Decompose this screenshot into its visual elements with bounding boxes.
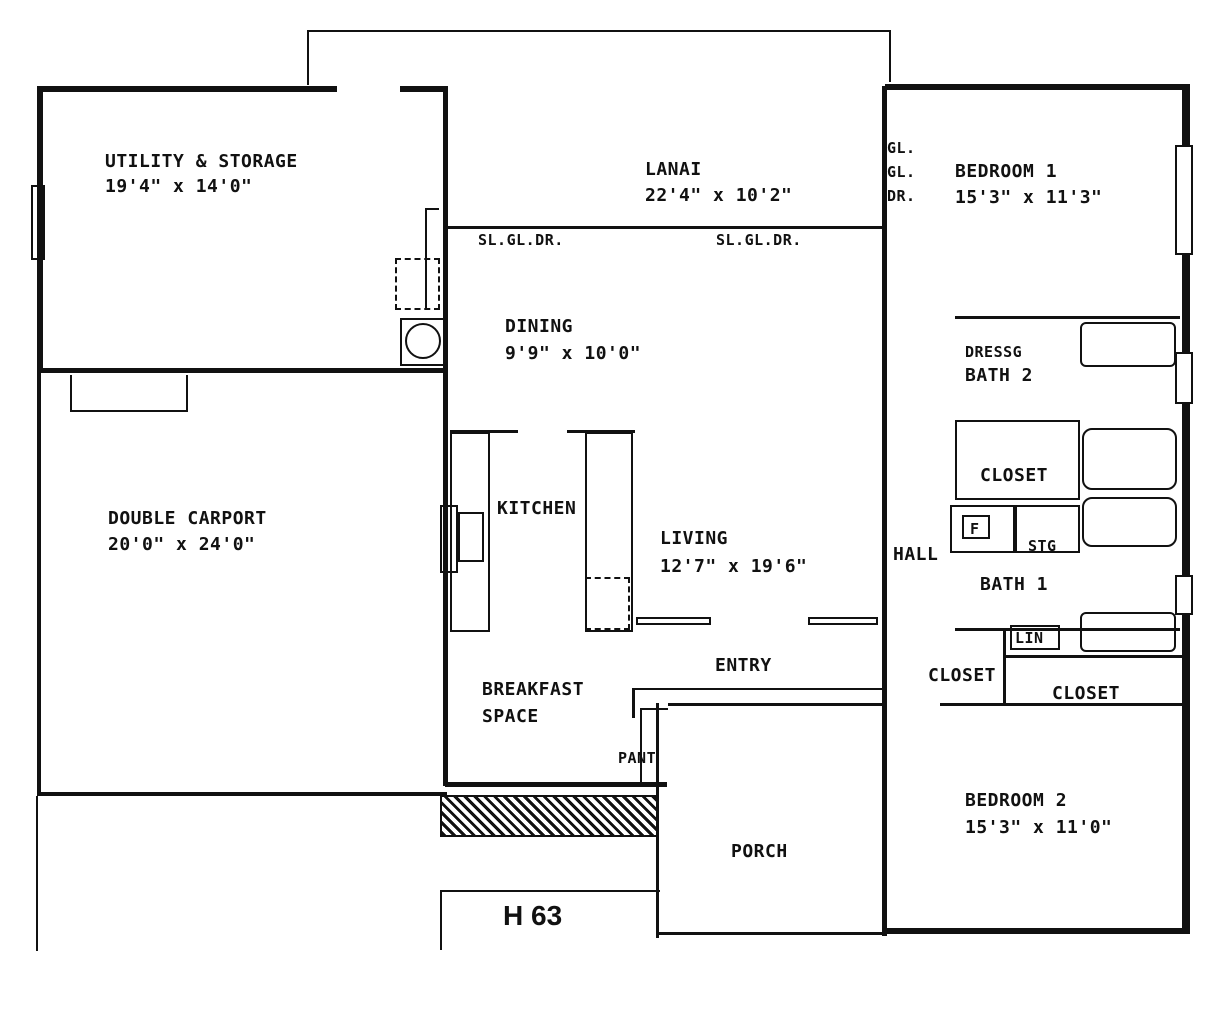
- lanai-size: 22'4" x 10'2": [645, 185, 793, 206]
- furnace: F: [962, 515, 990, 539]
- entry-wall: [632, 688, 635, 718]
- porch-wall: [668, 703, 883, 706]
- pantry: [640, 708, 668, 786]
- carport-wall: [37, 370, 41, 795]
- driveway-edge: [36, 796, 38, 951]
- glass-door-label: GL. GL. DR.: [887, 139, 916, 205]
- door: [425, 208, 439, 308]
- hall-label: HALL: [893, 544, 939, 565]
- window: [31, 185, 45, 260]
- wall: [885, 84, 1190, 90]
- wall: [37, 368, 447, 373]
- plan-code: H 63: [503, 900, 563, 931]
- bath1-label: BATH 1: [980, 574, 1049, 595]
- bathtub: [1082, 428, 1177, 490]
- counter-top: [450, 430, 518, 433]
- linen-label: LIN: [1015, 629, 1044, 647]
- bedroom2-name: BEDROOM 2: [965, 790, 1068, 811]
- bedroom2-closet-label: CLOSET: [1052, 683, 1121, 704]
- kitchen-island: [585, 432, 633, 632]
- bath2-label: BATH 2: [965, 365, 1034, 386]
- furnace-box: [950, 505, 1015, 553]
- sign-box: [440, 890, 660, 892]
- pantry-label: PANT: [618, 749, 657, 767]
- dining-size: 9'9" x 10'0": [505, 343, 642, 364]
- storage-cabinet: [70, 375, 188, 412]
- dressing-label: DRESSG: [965, 343, 1023, 361]
- utility-name: UTILITY & STORAGE: [105, 151, 298, 172]
- lanai-wall: [307, 30, 309, 85]
- kitchen-label: KITCHEN: [497, 498, 577, 519]
- entry-line: [632, 688, 882, 690]
- carport-wall: [37, 792, 447, 796]
- storage-label: STG: [1028, 537, 1057, 555]
- lanai-wall: [307, 30, 891, 32]
- living-name: LIVING: [660, 528, 729, 549]
- porch-wall: [656, 703, 659, 938]
- bedroom1-size: 15'3" x 11'3": [955, 187, 1103, 208]
- storage: [1015, 505, 1080, 553]
- wall: [37, 86, 43, 370]
- water-heater: [395, 258, 440, 310]
- tank-circle: [405, 323, 441, 359]
- bath2-wall: [955, 316, 1180, 319]
- wall: [1182, 84, 1190, 934]
- half-wall: [808, 617, 878, 625]
- carport-name: DOUBLE CARPORT: [108, 508, 267, 529]
- carport-size: 20'0" x 24'0": [108, 534, 256, 555]
- lanai-wall: [889, 30, 891, 82]
- closet-wall: [940, 703, 1182, 706]
- lanai-sliding-wall: [445, 226, 885, 229]
- bath1-wall: [955, 628, 1180, 631]
- porch-label: PORCH: [731, 841, 788, 862]
- bedroom1-name: BEDROOM 1: [955, 161, 1058, 182]
- planter: [440, 795, 659, 837]
- porch-wall: [656, 932, 886, 935]
- breakfast-label: BREAKFAST SPACE: [482, 679, 585, 727]
- kitchen-counter: [450, 432, 490, 632]
- wall: [882, 86, 887, 936]
- wall: [445, 782, 667, 787]
- wall: [885, 928, 1190, 934]
- bathtub: [1082, 497, 1177, 547]
- lanai-name: LANAI: [645, 159, 702, 180]
- living-size: 12'7" x 19'6": [660, 556, 808, 577]
- linen: [1010, 625, 1060, 650]
- toilet-vanity: [1080, 612, 1176, 652]
- wall: [443, 86, 448, 786]
- closet-wall: [1003, 630, 1006, 705]
- furnace-label: F: [970, 520, 980, 538]
- window: [1175, 575, 1193, 615]
- closet-label: CLOSET: [980, 465, 1049, 486]
- window: [1175, 352, 1193, 404]
- sink: [458, 512, 484, 562]
- wall: [37, 86, 337, 92]
- entry-closet-label: CLOSET: [928, 665, 997, 686]
- sliding-door-label: SL.GL.DR.: [478, 231, 564, 249]
- window: [1175, 145, 1193, 255]
- dining-name: DINING: [505, 316, 574, 337]
- toilet-vanity: [1080, 322, 1176, 367]
- bedroom2-size: 15'3" x 11'0": [965, 817, 1113, 838]
- tank: [400, 318, 445, 366]
- closet-box: [955, 420, 1080, 500]
- refrigerator: [585, 577, 630, 630]
- sliding-door-label: SL.GL.DR.: [716, 231, 802, 249]
- entry-label: ENTRY: [715, 655, 772, 676]
- sign-box: [440, 890, 442, 950]
- counter-top: [567, 430, 635, 433]
- closet-wall: [1003, 655, 1183, 658]
- half-wall: [636, 617, 711, 625]
- wall: [400, 86, 448, 92]
- kitchen-window: [440, 505, 458, 573]
- utility-size: 19'4" x 14'0": [105, 176, 253, 197]
